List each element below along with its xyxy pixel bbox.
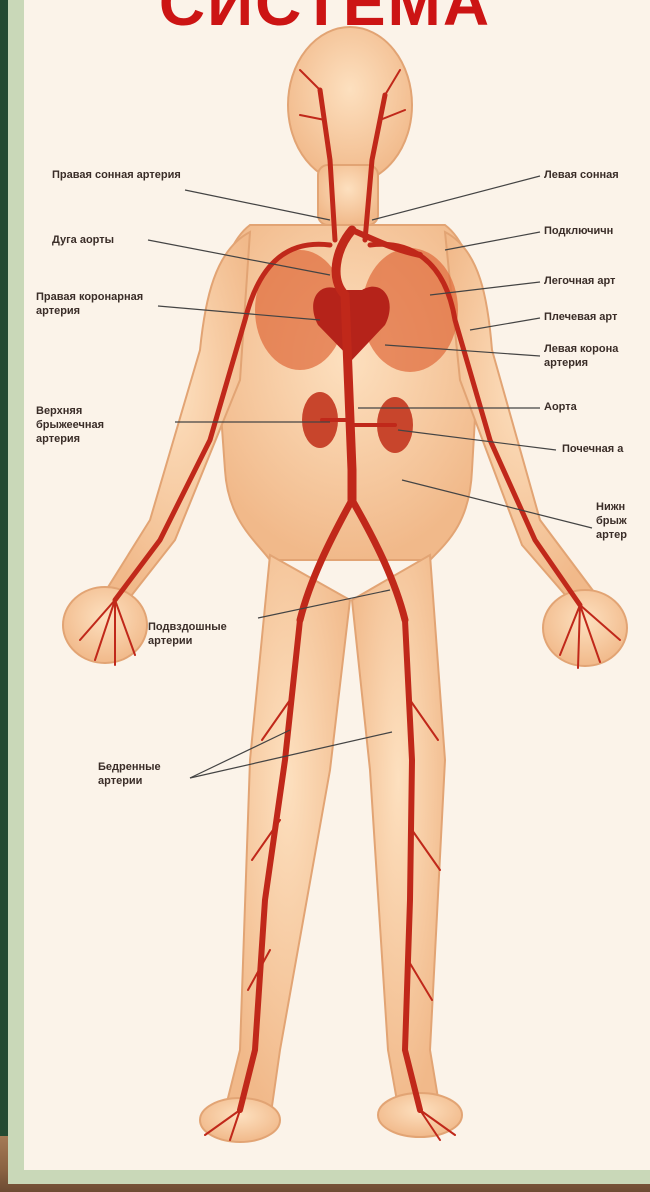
label-renal: Почечная а <box>562 442 623 456</box>
label-aortic-arch: Дуга аорты <box>52 233 114 247</box>
label-mesenteric-superior: Верхняя брыжеечная артерия <box>36 404 104 446</box>
label-carotid-right: Правая сонная артерия <box>52 168 181 182</box>
body-silhouette <box>63 27 627 1142</box>
label-coronary-left: Левая корона артерия <box>544 342 618 370</box>
label-subclavian: Подключичн <box>544 224 613 238</box>
label-iliac: Подвздошные артерии <box>148 620 227 648</box>
label-brachial: Плечевая арт <box>544 310 617 324</box>
label-aorta: Аорта <box>544 400 577 414</box>
label-femoral: Бедренные артерии <box>98 760 161 788</box>
label-coronary-right: Правая коронарная артерия <box>36 290 143 318</box>
label-pulmonary: Легочная арт <box>544 274 615 288</box>
label-carotid-left: Левая сонная <box>544 168 619 182</box>
label-mesenteric-inferior: Нижн брыж артер <box>596 500 627 542</box>
slide-title: СИСТЕМА <box>0 0 650 40</box>
